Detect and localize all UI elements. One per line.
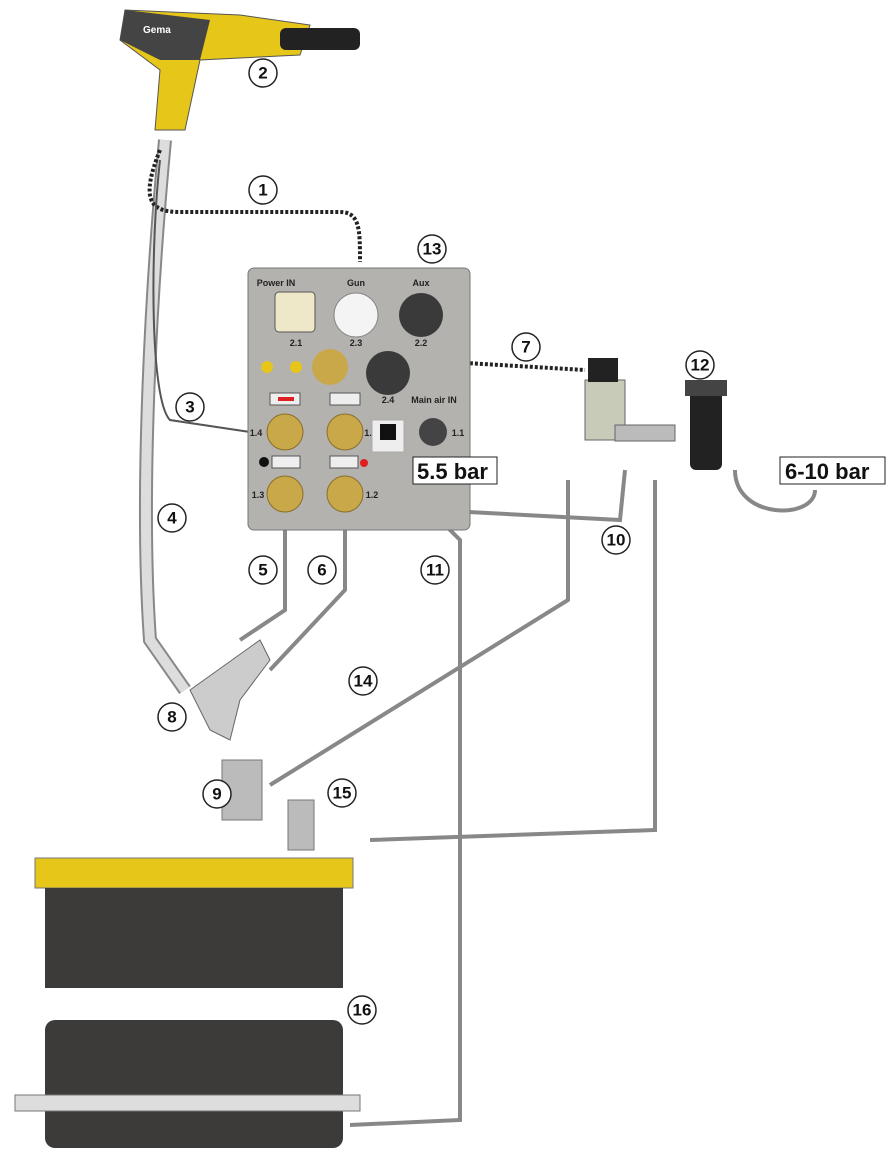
svg-text:13: 13 [423, 240, 442, 259]
gun-cable-1 [147, 149, 362, 263]
powder-injector [189, 639, 271, 741]
hose-14 [268, 480, 570, 787]
callout-11: 11 [420, 555, 450, 585]
svg-text:14: 14 [354, 672, 373, 691]
callout-10: 10 [601, 525, 631, 555]
label-2-2: 2.2 [415, 338, 428, 348]
svg-text:6: 6 [317, 561, 326, 580]
callout-14: 14 [348, 666, 378, 696]
svg-text:15: 15 [333, 784, 352, 803]
power-in-connector[interactable] [274, 291, 316, 333]
qr-label [380, 424, 396, 440]
callout-4: 4 [157, 503, 187, 533]
valve-cable-7 [414, 358, 586, 372]
svg-text:4: 4 [167, 509, 177, 528]
aux-connector[interactable] [399, 293, 443, 337]
callout-13: 13 [417, 234, 447, 264]
label-aux: Aux [412, 278, 429, 288]
svg-text:2: 2 [258, 64, 267, 83]
yellow-socket [261, 361, 273, 373]
callout-9: 9 [202, 779, 232, 809]
powder-drum [14, 857, 361, 1148]
valve-connector[interactable] [366, 351, 410, 395]
callout-3: 3 [175, 392, 205, 422]
supply-hose [733, 469, 817, 513]
callout-2: 2 [248, 58, 278, 88]
label-power-in: Power IN [257, 278, 296, 288]
manifold [614, 424, 676, 442]
hose-15 [369, 480, 657, 842]
label-2-4: 2.4 [382, 395, 395, 405]
svg-text:3: 3 [185, 398, 194, 417]
svg-text:9: 9 [212, 785, 221, 804]
fluidizing-tube [287, 799, 315, 851]
callout-12: 12 [685, 350, 715, 380]
pressure-label-panel: 5.5 bar [412, 456, 498, 485]
callout-1: 1 [248, 175, 278, 205]
callout-5: 5 [248, 555, 278, 585]
callout-6: 6 [307, 555, 337, 585]
label-1-1: 1.1 [452, 428, 465, 438]
ground-terminal [312, 349, 348, 385]
yellow-socket [290, 361, 302, 373]
valve-coil [588, 358, 618, 382]
port-1-4[interactable] [266, 413, 304, 451]
port-1-3[interactable] [266, 475, 304, 513]
callout-7: 7 [511, 332, 541, 362]
label-2-1: 2.1 [290, 338, 303, 348]
label-main-air: Main air IN [411, 395, 457, 405]
label-1-3: 1.3 [252, 490, 265, 500]
label-1-5: 1. [364, 428, 372, 438]
brand-logo: Gema [143, 25, 171, 36]
callout-15: 15 [327, 778, 357, 808]
pressure-label-supply: 6-10 bar [779, 456, 886, 485]
label-gun: Gun [347, 278, 365, 288]
pressure-panel-text: 5.5 bar [417, 459, 488, 484]
pressure-supply-text: 6-10 bar [785, 459, 870, 484]
port-1-2[interactable] [326, 475, 364, 513]
svg-text:7: 7 [521, 338, 530, 357]
svg-text:10: 10 [607, 531, 626, 550]
svg-text:16: 16 [353, 1001, 372, 1020]
callout-8: 8 [157, 702, 187, 732]
svg-text:5: 5 [258, 561, 267, 580]
svg-text:8: 8 [167, 708, 176, 727]
control-panel: Power IN Gun Aux 2.1 2.3 2.2 2.4 Main ai… [247, 267, 471, 531]
label-1-4: 1.4 [250, 428, 263, 438]
svg-text:12: 12 [691, 356, 710, 375]
label-2-3: 2.3 [350, 338, 363, 348]
air-hose-3 [152, 159, 251, 433]
port-1-5[interactable] [326, 413, 364, 451]
svg-text:1: 1 [258, 181, 267, 200]
main-air-inlet[interactable] [419, 418, 447, 446]
callout-16: 16 [347, 995, 377, 1025]
svg-text:11: 11 [426, 561, 444, 580]
spray-gun: Gema [119, 9, 360, 131]
air-filter-regulator [690, 390, 722, 470]
label-1-2: 1.2 [366, 490, 379, 500]
gun-connector[interactable] [333, 292, 379, 338]
